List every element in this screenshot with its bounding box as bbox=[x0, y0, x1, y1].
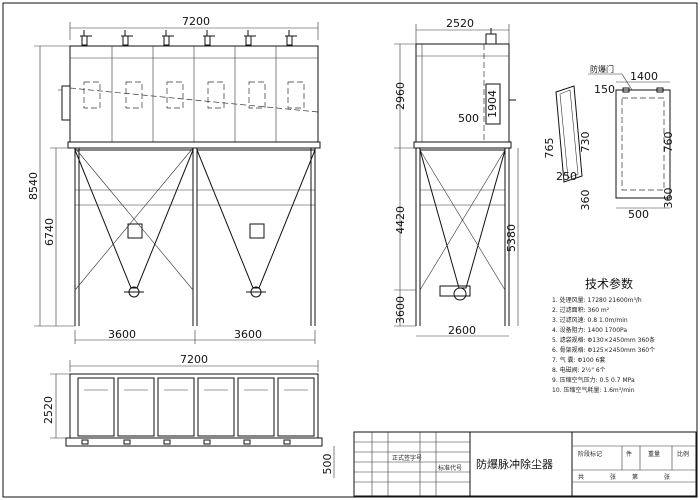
side-height-leg-dim: 3600 bbox=[394, 296, 407, 324]
side-view: 2520 1904 500 2960 4420 3600 53 bbox=[394, 17, 519, 337]
front-view: 7200 bbox=[27, 15, 321, 344]
title-cell-stage: 阶段标记 bbox=[578, 450, 602, 458]
title-cell-weight: 重量 bbox=[648, 450, 660, 458]
title-cell-no: 第 bbox=[632, 473, 638, 481]
side-height-upper-dim: 2960 bbox=[394, 82, 407, 110]
side-flange-dim: 500 bbox=[458, 112, 479, 125]
side-door-dim: 1904 bbox=[486, 90, 499, 118]
drawing-name: 防爆脉冲除尘器 bbox=[476, 457, 553, 471]
door-bottom-width-dim: 500 bbox=[628, 208, 649, 221]
front-height-lower-dim: 6740 bbox=[43, 218, 56, 246]
door-bottom-small-right-dim: 360 bbox=[662, 188, 675, 209]
param-4: 4. 设备阻力: 1400 1700Pa bbox=[552, 326, 627, 334]
side-height-total-dim: 5380 bbox=[505, 224, 518, 252]
plan-width-dim: 7200 bbox=[180, 353, 208, 366]
param-5: 5. 滤袋规格: Φ130×2450mm 360条 bbox=[552, 336, 655, 344]
side-height-hopper-dim: 4420 bbox=[394, 206, 407, 234]
tech-params: 技术参数 1. 处理风量: 17280 21600m³/h 2. 过滤面积: 3… bbox=[552, 276, 655, 394]
door-inner-height-dim: 730 bbox=[579, 132, 592, 153]
param-3: 3. 过滤风速: 0.8 1.0m/min bbox=[552, 316, 628, 324]
param-8: 8. 电磁阀: 2½" 6个 bbox=[552, 366, 606, 374]
param-7: 7. 气 囊: Φ100 6套 bbox=[552, 356, 605, 364]
param-9: 9. 压缩空气压力: 0.5 0.7 MPa bbox=[552, 376, 635, 384]
header-left-a: 正式签字号 bbox=[392, 454, 422, 462]
tech-params-heading: 技术参数 bbox=[585, 276, 633, 291]
title-block: 正式签字号 标准代号 防爆脉冲除尘器 阶段标记 件 重量 比例 共 张 第 张 bbox=[353, 431, 697, 497]
front-width-dim: 7200 bbox=[182, 15, 210, 28]
side-door bbox=[485, 83, 501, 125]
title-cell-sheet-b: 张 bbox=[664, 473, 670, 481]
door-hinge-dim: 250 bbox=[556, 170, 577, 183]
plan-flange-dim: 500 bbox=[321, 454, 334, 475]
param-2: 2. 过滤面积: 360 m² bbox=[552, 306, 610, 314]
side-leg-span-dim: 2600 bbox=[448, 324, 476, 337]
plan-depth-dim: 2520 bbox=[42, 396, 55, 424]
front-height-total-dim: 8540 bbox=[27, 172, 40, 200]
title-cell-sheet-a: 张 bbox=[610, 473, 616, 481]
plan-view: 7200 2520 500 bbox=[42, 353, 335, 478]
hopper-width-left-dim: 3600 bbox=[108, 328, 136, 341]
side-width-dim: 2520 bbox=[446, 17, 474, 30]
valve-row bbox=[80, 30, 297, 46]
front-hoppers bbox=[74, 149, 316, 298]
param-1: 1. 处理风量: 17280 21600m³/h bbox=[552, 296, 642, 304]
param-10: 10. 压缩空气耗量: 1.6m³/min bbox=[552, 386, 635, 394]
param-6: 6. 骨架规格: Φ125×2450mm 360个 bbox=[552, 346, 655, 354]
title-cell-pieces: 件 bbox=[626, 450, 632, 458]
title-cell-scale: 比例 bbox=[677, 450, 689, 458]
side-hopper bbox=[419, 149, 506, 289]
door-corner-dim: 150 bbox=[594, 83, 615, 96]
door-outer-height-dim: 760 bbox=[662, 132, 675, 153]
door-left-dim: 765 bbox=[543, 138, 556, 159]
door-bottom-small-left-dim: 360 bbox=[579, 190, 592, 211]
door-top-dim: 1400 bbox=[630, 70, 658, 83]
title-cell-total: 共 bbox=[578, 473, 584, 481]
door-label: 防爆门 bbox=[590, 64, 614, 74]
door-windows bbox=[83, 81, 305, 109]
door-frame bbox=[615, 89, 671, 199]
door-detail: 防爆门 1400 150 765 730 760 250 360 360 500 bbox=[543, 64, 675, 221]
header-left-b: 标准代号 bbox=[438, 464, 462, 472]
hopper-width-right-dim: 3600 bbox=[234, 328, 262, 341]
